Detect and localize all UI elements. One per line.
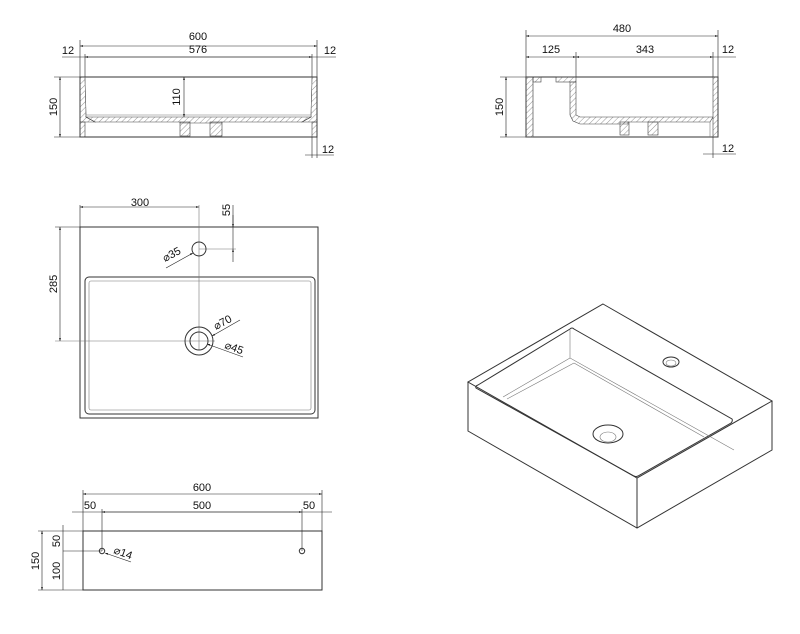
back-outline: [82, 530, 323, 591]
iso-tap-hole: [662, 356, 680, 368]
dim-drain-offset-y: 285: [48, 275, 60, 293]
dim-hole-from-top: 50: [51, 535, 63, 547]
overflow-hole-right: [298, 547, 306, 555]
iso-drain: [592, 424, 624, 444]
dim-wall-right-side: 12: [722, 44, 734, 56]
dim-wall-left: 12: [62, 45, 74, 57]
dim-basin-depth-side: 343: [636, 44, 654, 56]
basin-outline: [84, 276, 316, 415]
dim-back-overall-width: 600: [193, 482, 211, 494]
dim-edge-left: 50: [84, 500, 96, 512]
dim-basin-depth: 110: [171, 88, 183, 106]
dim-wall-right: 12: [324, 45, 336, 57]
side-section-view: 480 125 343 12 150 12: [494, 23, 736, 158]
dim-hole-spacing: 500: [193, 500, 211, 512]
dim-overall-width: 600: [189, 31, 207, 43]
dim-bottom-thickness: 12: [322, 144, 334, 156]
dim-back-height: 150: [30, 552, 42, 570]
drain-inner: [189, 331, 209, 351]
dim-tap-hole-diameter: ⌀35: [161, 245, 183, 264]
iso-basin-rim: [475, 327, 733, 477]
dim-deck-depth: 125: [542, 44, 560, 56]
tap-hole: [191, 241, 207, 257]
dim-overall-depth: 480: [613, 23, 631, 35]
back-view: 600 50 500 50 150 50 100 ⌀14: [30, 482, 332, 591]
dim-inner-width: 576: [189, 44, 207, 56]
front-section-outline: [79, 76, 318, 138]
dim-edge-right: 50: [303, 500, 315, 512]
dim-height-side: 150: [494, 98, 506, 116]
isometric-view: [466, 303, 774, 529]
dim-height: 150: [48, 98, 60, 116]
plan-view: 300 55 285 ⌀35 ⌀70 ⌀45: [48, 197, 319, 419]
dim-hole-diameter: ⌀14: [112, 545, 134, 563]
dim-bottom-thickness-side: 12: [722, 143, 734, 155]
dim-hole-from-bottom: 100: [51, 562, 63, 580]
drain-outer: [184, 326, 214, 356]
dim-tap-offset-x: 300: [131, 197, 149, 209]
dim-drain-inner-diameter: ⌀45: [223, 340, 245, 358]
front-section-view: 600 576 12 12 110 150 12: [48, 31, 336, 158]
dim-tap-offset-y: 55: [221, 204, 233, 216]
